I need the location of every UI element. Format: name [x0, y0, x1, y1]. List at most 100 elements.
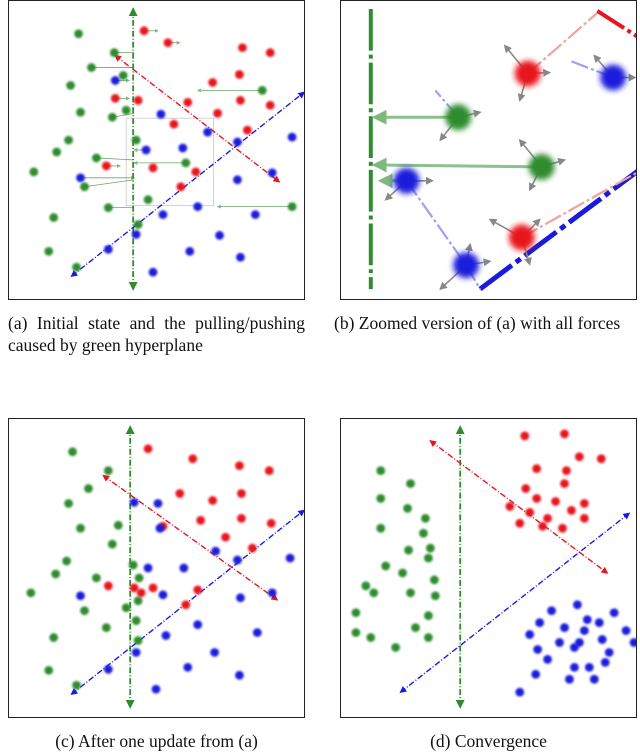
red-point: [579, 513, 589, 523]
red-point: [169, 119, 179, 129]
blue-point: [560, 623, 569, 632]
blue-point: [141, 145, 151, 155]
red-point: [236, 95, 245, 105]
green-point: [64, 135, 73, 145]
green-point: [118, 71, 128, 80]
blue-point: [103, 664, 113, 674]
red-point: [133, 95, 143, 105]
red-point: [265, 100, 275, 110]
blue-point: [210, 648, 219, 657]
blue-point: [609, 608, 619, 618]
blue-point: [565, 674, 574, 684]
green-point: [406, 479, 415, 488]
panel-b-zoomed: [340, 0, 637, 300]
red-point: [191, 167, 201, 177]
blue-point: [211, 546, 220, 556]
blue-point: [179, 563, 189, 573]
caption-a: (a) Initial state and the pulling/pushin…: [8, 313, 305, 355]
red-point: [143, 444, 153, 454]
red-point: [521, 484, 531, 493]
blue-point: [267, 588, 277, 598]
red-point: [243, 125, 252, 135]
green-point: [109, 48, 119, 58]
blue-point: [153, 499, 163, 508]
blue-point: [185, 246, 195, 256]
green-point: [376, 523, 386, 533]
green-point: [92, 573, 101, 583]
caption-c: (c) After one update from (a): [55, 731, 258, 751]
force-arrow: [83, 179, 135, 189]
red-point: [213, 108, 222, 118]
green-point: [131, 135, 141, 145]
green-point: [398, 568, 407, 578]
green-point: [80, 182, 89, 192]
blue-point: [573, 600, 582, 610]
blue-point: [453, 252, 480, 279]
blue-point: [158, 590, 168, 600]
blue-point: [233, 137, 242, 147]
blue-point: [131, 648, 141, 657]
red-point: [208, 496, 217, 505]
red-point: [508, 224, 535, 251]
blue-point: [178, 143, 188, 153]
blue-point: [533, 645, 543, 654]
red-point: [208, 78, 217, 87]
red-point: [505, 502, 515, 511]
blue-point: [151, 684, 161, 694]
green-point: [128, 560, 138, 570]
green-point: [369, 588, 379, 598]
green-point: [351, 608, 361, 618]
blue-point: [235, 670, 244, 680]
blue-point: [103, 244, 113, 254]
blue-point: [233, 175, 242, 185]
blue-point: [158, 210, 168, 219]
blue-point: [233, 555, 242, 565]
blue-point: [393, 167, 420, 194]
green-point: [76, 107, 85, 117]
green-point: [49, 633, 59, 642]
force-connector: [521, 171, 636, 239]
green-point: [87, 63, 96, 72]
green-point: [68, 447, 77, 457]
blue-point: [252, 628, 262, 637]
panel-d-convergence: [340, 418, 637, 718]
blue-hyperplane: [70, 509, 304, 696]
green-point: [80, 606, 89, 616]
red-point: [562, 466, 571, 476]
force-connector: [527, 12, 598, 75]
green-point: [181, 158, 191, 168]
red-point: [238, 43, 247, 53]
panel-d-diagram: [351, 425, 636, 709]
blue-point: [579, 626, 589, 635]
blue-point: [156, 109, 166, 119]
red-point: [196, 515, 206, 525]
green-point: [121, 603, 131, 613]
green-point: [361, 581, 371, 591]
green-point: [52, 147, 62, 157]
green-point: [287, 202, 297, 211]
green-point: [421, 513, 430, 523]
green-point: [133, 596, 143, 606]
green-point: [66, 81, 75, 90]
red-point: [543, 513, 552, 523]
blue-point: [250, 210, 260, 219]
red-point: [532, 464, 542, 474]
blue-point: [131, 230, 141, 239]
red-point: [265, 48, 275, 58]
red-point: [237, 489, 246, 498]
red-point: [237, 513, 246, 523]
green-point: [44, 246, 54, 256]
blue-point: [543, 655, 552, 664]
blue-point: [267, 168, 277, 178]
blue-point: [535, 618, 545, 628]
green-point: [62, 556, 71, 566]
green-point: [445, 104, 472, 131]
green-point: [404, 545, 413, 555]
caption-b: (b) Zoomed version of (a) with all force…: [334, 313, 621, 333]
blue-point: [76, 173, 85, 183]
green-point: [76, 523, 85, 533]
blue-point: [547, 606, 556, 616]
green-point: [419, 528, 428, 538]
green-point: [44, 665, 54, 675]
blue-point: [203, 127, 213, 137]
